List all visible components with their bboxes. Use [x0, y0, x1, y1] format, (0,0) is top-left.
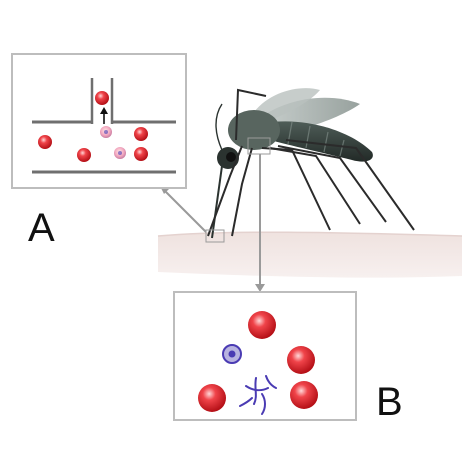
inset-panel-b	[173, 291, 357, 421]
bite-site-marker	[205, 229, 225, 243]
skin-surface	[158, 232, 462, 278]
red-blood-cell	[38, 135, 52, 149]
red-blood-cell	[134, 147, 148, 161]
sporozoites	[239, 375, 277, 415]
red-blood-cell	[77, 148, 91, 162]
parasite-cell	[222, 344, 242, 364]
red-blood-cell	[95, 91, 109, 105]
panel-b-label: B	[376, 380, 403, 424]
red-blood-cell	[290, 381, 318, 409]
mosquito-proboscis	[211, 165, 223, 239]
arrow-to-panel-a	[161, 187, 207, 233]
inset-panel-a	[11, 53, 187, 189]
red-blood-cell	[134, 127, 148, 141]
panel-a-label: A	[28, 206, 55, 250]
mosquito-thorax	[228, 110, 280, 150]
mosquito-eye	[226, 152, 236, 162]
mosquito-legs	[207, 88, 415, 237]
red-blood-cell	[287, 346, 315, 374]
mosquito-illustration	[207, 88, 415, 239]
red-blood-cell	[248, 311, 276, 339]
mosquito-abdomen	[270, 121, 373, 162]
red-blood-cell	[198, 384, 226, 412]
